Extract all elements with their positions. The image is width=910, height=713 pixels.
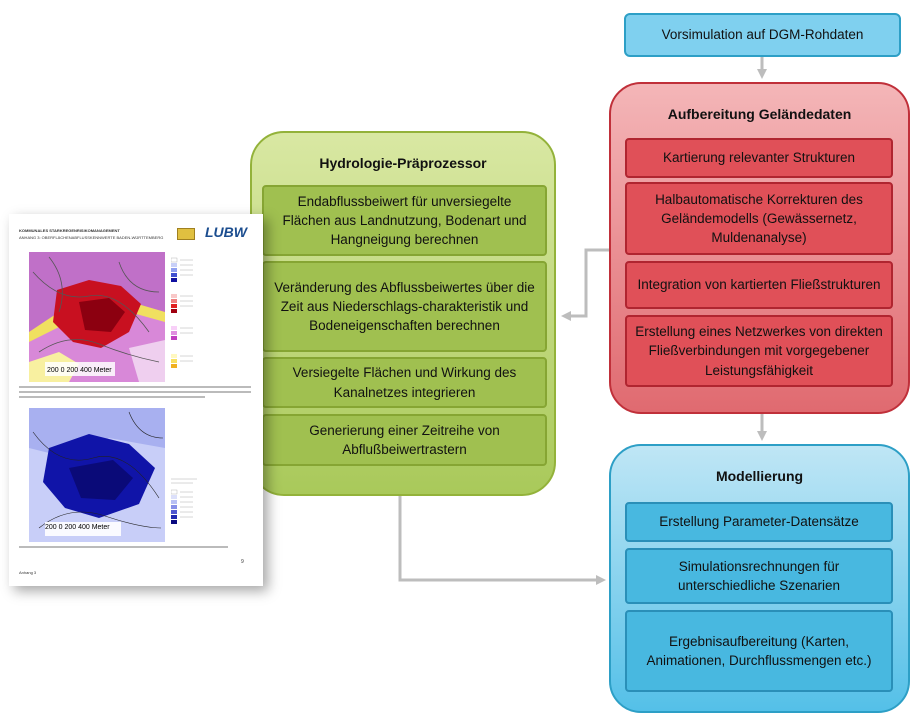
hydrology-step-2-label: Veränderung des Abflussbeiwertes über di… [274,279,535,334]
pre-simulation-label: Vorsimulation auf DGM-Rohdaten [661,27,864,43]
hydrology-step-2: Veränderung des Abflussbeiwertes über di… [262,261,547,352]
modelling-panel: Modellierung Erstellung Parameter-Datens… [609,444,910,713]
runoff-map-bottom [29,408,165,542]
hydrology-step-3: Versiegelte Flächen und Wirkung des Kana… [262,357,547,408]
hydrology-step-1-label: Endabflussbeiwert für unversiegelte Fläc… [282,193,527,248]
terrain-step-4: Erstellung eines Netzwerkes von direkten… [625,315,893,387]
legend-top [171,257,193,368]
report-subheader: ANHANG 3: OBERFLÄCHENABFLUSSKENNWERTE BA… [19,235,164,240]
modelling-step-2-label: Simulationsrechnungen für unterschiedlic… [677,558,841,593]
modelling-step-2: Simulationsrechnungen für unterschiedlic… [625,548,893,604]
hydrology-step-4-label: Generierung einer Zeitreihe von Abflußbe… [309,422,500,457]
caption-lines-top [19,386,251,401]
modelling-step-3: Ergebnisaufbereitung (Karten, Animatione… [625,610,893,692]
arrow-green-to-blue [398,496,606,585]
terrain-data-title: Aufbereitung Geländedaten [667,106,852,122]
modelling-title: Modellierung [715,468,804,484]
hydrology-preprocessor-title: Hydrologie-Präprozessor [319,155,487,171]
terrain-step-2: Halbautomatische Korrekturen des Gelände… [625,182,893,255]
hydrology-step-1: Endabflussbeiwert für unversiegelte Fläc… [262,185,547,256]
hydrology-step-3-label: Versiegelte Flächen und Wirkung des Kana… [292,365,517,400]
caption-lines-bottom [19,546,251,548]
scalebar-top: 200 0 200 400 Meter [47,367,112,374]
legend-bottom [171,478,197,524]
report-footer: Anhang 3 [19,570,37,575]
runoff-map-top [29,252,165,382]
terrain-step-3: Integration von kartierten Fließstruktur… [625,261,893,309]
hydrology-preprocessor-panel: Hydrologie-Präprozessor Endabflussbeiwer… [250,131,556,496]
arrow-red-to-green [561,248,609,321]
terrain-data-panel: Aufbereitung Geländedaten Kartierung rel… [609,82,910,414]
report-logo: LUBW [205,224,247,240]
scalebar-bottom: 200 0 200 400 Meter [45,524,110,531]
terrain-step-4-label: Erstellung eines Netzwerkes von direkten… [635,324,883,378]
pre-simulation-box: Vorsimulation auf DGM-Rohdaten [624,13,901,57]
hydrology-step-4: Generierung einer Zeitreihe von Abflußbe… [262,414,547,466]
coat-of-arms-icon [177,228,195,240]
terrain-step-2-label: Halbautomatische Korrekturen des Gelände… [655,191,863,246]
report-header: KOMMUNALES STARKREGENRISIKOMANAGEMENT [19,228,120,233]
terrain-step-3-label: Integration von kartierten Fließstruktur… [637,277,881,293]
terrain-step-1-label: Kartierung relevanter Strukturen [662,150,856,166]
modelling-step-1-label: Erstellung Parameter-Datensätze [659,514,859,530]
report-page-number: 9 [241,559,244,565]
terrain-step-1: Kartierung relevanter Strukturen [625,138,893,178]
modelling-step-1: Erstellung Parameter-Datensätze [625,502,893,542]
report-page-thumbnail: KOMMUNALES STARKREGENRISIKOMANAGEMENT AN… [9,214,263,586]
modelling-step-3-label: Ergebnisaufbereitung (Karten, Animatione… [646,633,872,668]
